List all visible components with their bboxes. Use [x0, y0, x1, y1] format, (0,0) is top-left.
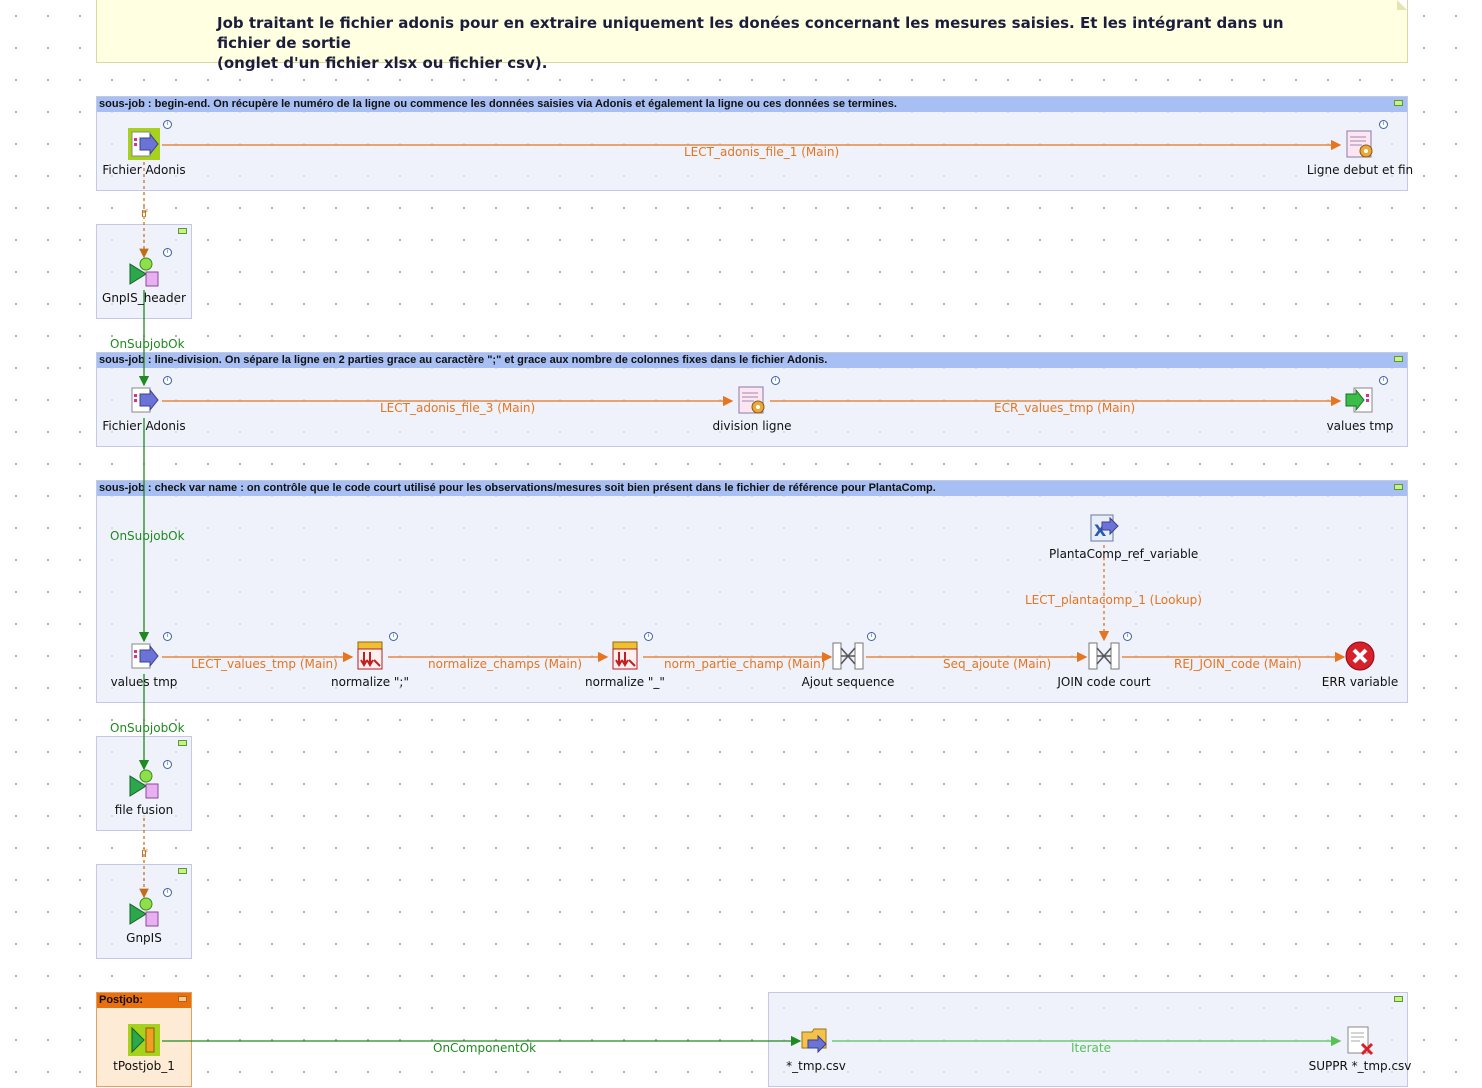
note-fold	[1397, 0, 1407, 10]
flow-label-if[interactable]: If	[141, 209, 148, 220]
tmap-icon: i	[832, 632, 876, 672]
run-job-icon: i	[128, 888, 172, 928]
component-ajout-sequence[interactable]: i Ajout sequence	[793, 632, 903, 689]
component-label: GnpIS_header	[102, 291, 186, 305]
flow-label[interactable]: OnComponentOk	[433, 1041, 537, 1055]
component-gnpis-header[interactable]: i GnpIS_header	[89, 248, 199, 305]
postjob-header: Postjob:	[97, 993, 191, 1008]
component-values-tmp-in[interactable]: i values tmp	[89, 632, 199, 689]
component-label: Fichier Adonis	[102, 163, 186, 177]
file-input-icon: i	[128, 376, 172, 416]
subjob-check-var[interactable]: sous-job : check var name : on contrôle …	[96, 480, 1408, 703]
component-label: *_tmp.csv	[786, 1059, 846, 1073]
file-list-icon	[800, 1024, 832, 1056]
collapse-icon[interactable]	[178, 996, 187, 1002]
component-label: Ligne debut et fin	[1306, 163, 1414, 177]
note-text: Job traitant le fichier adonis pour en e…	[217, 14, 1284, 72]
subjob-header: sous-job : check var name : on contrôle …	[97, 481, 1407, 496]
collapse-icon[interactable]	[178, 228, 187, 234]
collapse-icon[interactable]	[178, 868, 187, 874]
component-label: SUPPR *_tmp.csv	[1308, 1059, 1412, 1073]
component-label: normalize "_"	[585, 675, 665, 689]
file-input-icon: i	[128, 120, 172, 160]
component-label: Ajout sequence	[801, 675, 895, 689]
component-normalize-underscore[interactable]: i normalize "_"	[570, 632, 680, 689]
flow-label[interactable]: norm_partie_champ (Main)	[664, 657, 826, 671]
xml-input-icon: X	[1088, 512, 1120, 544]
component-fichier-adonis-2[interactable]: i Fichier Adonis	[89, 376, 199, 433]
component-label: file fusion	[114, 803, 174, 817]
main-flows	[162, 139, 1346, 663]
collapse-icon[interactable]	[178, 740, 187, 746]
flow-label-if[interactable]: If	[141, 849, 148, 860]
normalize-icon: i	[609, 632, 653, 672]
component-label: values tmp	[1326, 419, 1394, 433]
flow-label[interactable]: LECT_plantacomp_1 (Lookup)	[1025, 593, 1202, 607]
flow-label[interactable]: OnSubjobOk	[110, 721, 185, 735]
component-label: ERR variable	[1321, 675, 1399, 689]
component-plantacomp-ref[interactable]: X PlantaComp_ref_variable	[1049, 512, 1199, 561]
flow-label[interactable]: ECR_values_tmp (Main)	[994, 401, 1136, 415]
component-label: Fichier Adonis	[102, 419, 186, 433]
component-normalize-semicolon[interactable]: i normalize ";"	[315, 632, 425, 689]
flow-label[interactable]: LECT_adonis_file_3 (Main)	[380, 401, 536, 415]
flow-label[interactable]: OnSubjobOk	[110, 529, 185, 543]
normalize-icon: i	[354, 632, 398, 672]
subjob-header: sous-job : begin-end. On récupère le num…	[97, 97, 1407, 112]
trigger-flows	[138, 290, 802, 1047]
component-division-ligne[interactable]: i division ligne	[697, 376, 807, 433]
tmap-icon: i	[1088, 632, 1132, 672]
file-delete-icon	[1344, 1024, 1376, 1056]
file-input-icon: i	[128, 632, 172, 672]
collapse-icon[interactable]	[1394, 996, 1403, 1002]
component-label: division ligne	[712, 419, 792, 433]
component-label: PlantaComp_ref_variable	[1049, 547, 1199, 561]
run-job-icon: i	[128, 760, 172, 800]
java-row-icon: i	[1344, 120, 1388, 160]
component-label: GnpIS	[126, 931, 162, 945]
component-fichier-adonis-1[interactable]: i Fichier Adonis	[89, 120, 199, 177]
file-output-icon: i	[1344, 376, 1388, 416]
job-description-note[interactable]: Job traitant le fichier adonis pour en e…	[96, 0, 1408, 72]
component-label: normalize ";"	[331, 675, 409, 689]
flow-label[interactable]: LECT_values_tmp (Main)	[191, 657, 338, 671]
java-row-icon: i	[736, 376, 780, 416]
flow-label[interactable]: Iterate	[1071, 1041, 1112, 1055]
subjob-gnpis-header[interactable]	[96, 224, 192, 319]
error-icon	[1344, 640, 1376, 672]
collapse-icon[interactable]	[1394, 356, 1403, 362]
flow-label[interactable]: OnSubjobOk	[110, 337, 185, 351]
flow-label[interactable]: normalize_champs (Main)	[428, 657, 583, 671]
collapse-icon[interactable]	[1394, 484, 1403, 490]
subjob-header: sous-job : line-division. On sépare la l…	[97, 353, 1407, 368]
subjob-tmp-delete[interactable]	[768, 992, 1408, 1087]
component-gnpis[interactable]: i GnpIS	[89, 888, 199, 945]
component-ligne-debut-fin[interactable]: i Ligne debut et fin	[1305, 120, 1415, 177]
component-join-code-court[interactable]: i JOIN code court	[1049, 632, 1159, 689]
component-label: JOIN code court	[1057, 675, 1151, 689]
component-values-tmp-out[interactable]: i values tmp	[1305, 376, 1415, 433]
run-job-icon: i	[128, 248, 172, 288]
component-err-variable[interactable]: ERR variable	[1305, 640, 1415, 689]
component-tmp-csv[interactable]: *_tmp.csv	[761, 1024, 871, 1073]
flow-label[interactable]: REJ_JOIN_code (Main)	[1174, 657, 1302, 671]
subjob-begin-end[interactable]: sous-job : begin-end. On récupère le num…	[96, 96, 1408, 191]
flow-label[interactable]: LECT_adonis_file_1 (Main)	[684, 145, 840, 159]
component-tpostjob[interactable]: tPostjob_1	[89, 1024, 199, 1073]
component-file-fusion[interactable]: i file fusion	[89, 760, 199, 817]
postjob-icon	[128, 1024, 160, 1056]
flow-label[interactable]: Seq_ajoute (Main)	[943, 657, 1052, 671]
collapse-icon[interactable]	[1394, 100, 1403, 106]
component-label: values tmp	[110, 675, 178, 689]
component-label: tPostjob_1	[113, 1059, 175, 1073]
component-suppr-tmp-csv[interactable]: SUPPR *_tmp.csv	[1305, 1024, 1415, 1073]
